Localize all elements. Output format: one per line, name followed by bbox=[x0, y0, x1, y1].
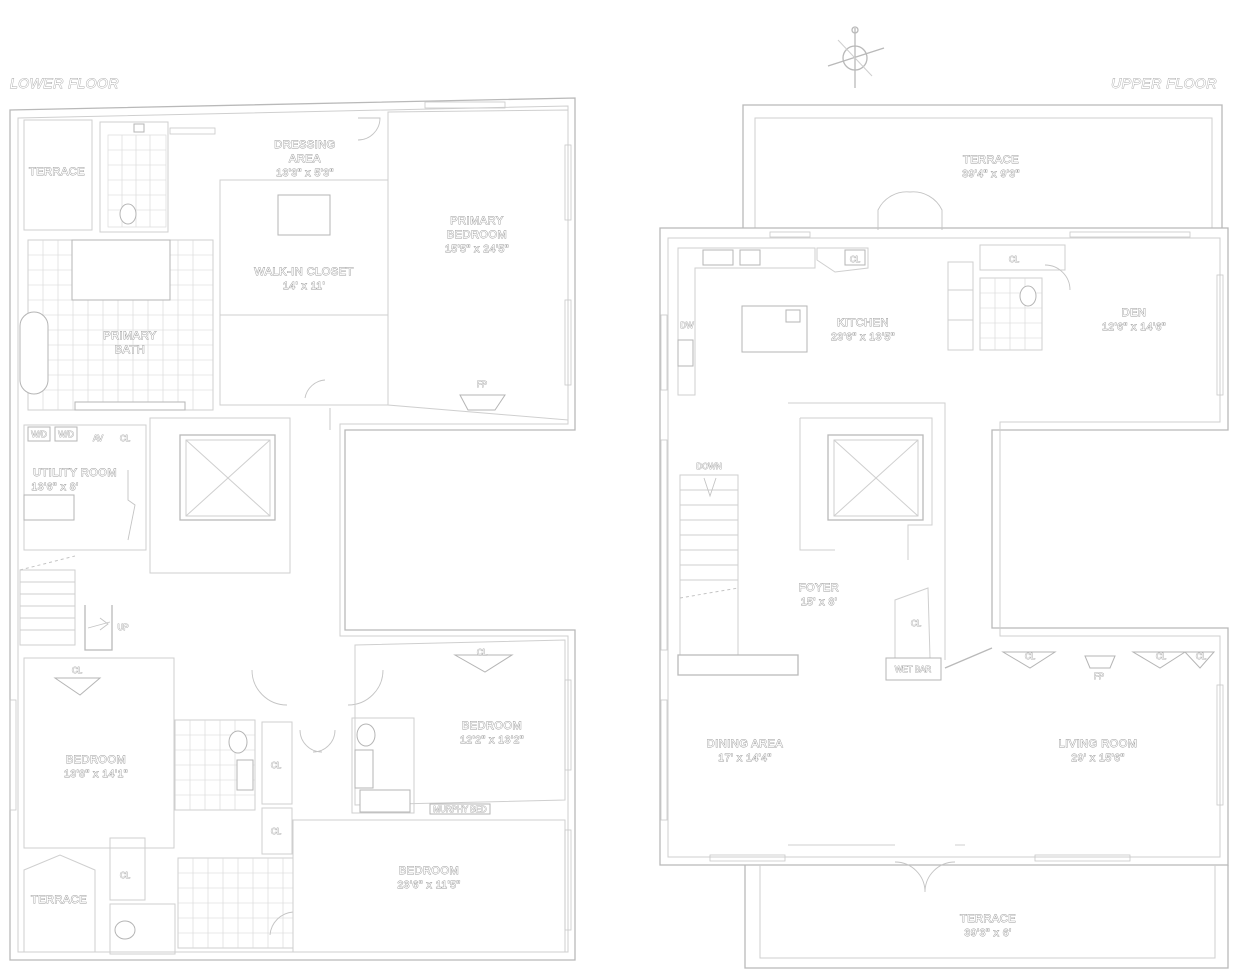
room-label-den: DEN bbox=[1122, 307, 1147, 319]
room-label-dressing-2: AREA bbox=[289, 153, 321, 165]
washer-dryer-label-1: W/D bbox=[31, 430, 47, 439]
room-label-utility: UTILITY ROOM bbox=[33, 467, 117, 479]
room-dim-primary-bedroom: 15'5" x 24'5" bbox=[445, 243, 509, 255]
dishwasher-label: DW bbox=[680, 321, 694, 330]
room-label-primary-bedroom: PRIMARY bbox=[450, 215, 504, 227]
room-dim-bedroom-bottom: 23'6" x 11'5" bbox=[397, 879, 460, 891]
room-dim-bedroom-right: 12'2" x 13'2" bbox=[460, 734, 524, 746]
living-closet-label-3: CL bbox=[1196, 652, 1207, 661]
stairs-up-label: UP bbox=[117, 623, 128, 632]
room-label-primary-bath-2: BATH bbox=[115, 344, 146, 356]
upper-floor-plan bbox=[659, 104, 1229, 969]
room-label-primary-bath: PRIMARY bbox=[103, 330, 157, 342]
room-dim-dressing: 13'3" x 5'3" bbox=[276, 167, 334, 179]
upper-floor-title: UPPER FLOOR bbox=[1111, 75, 1217, 91]
room-dim-bedroom-left: 13'8" x 14'1" bbox=[64, 768, 128, 780]
room-label-living: LIVING ROOM bbox=[1059, 738, 1138, 750]
room-dim-terrace-upper-bottom: 39'3" x 6' bbox=[964, 927, 1011, 939]
living-closet-label-2: CL bbox=[1156, 652, 1167, 661]
room-label-terrace-upper-top: TERRACE bbox=[963, 154, 1019, 166]
closet-label-bottom: CL bbox=[120, 871, 131, 880]
murphy-bed-label: MURPHY BED bbox=[433, 805, 486, 814]
room-label-kitchen: KITCHEN bbox=[837, 317, 889, 329]
stairs-down-label: DOWN bbox=[696, 462, 722, 471]
fireplace-label: FP bbox=[477, 380, 487, 389]
washer-dryer-label-2: W/D bbox=[58, 430, 74, 439]
den-closet-label: CL bbox=[1009, 255, 1020, 264]
room-dim-foyer: 15' x 8' bbox=[801, 596, 838, 608]
room-label-dressing: DRESSING bbox=[274, 139, 335, 151]
room-label-terrace-top: TERRACE bbox=[29, 166, 85, 178]
utility-closet-label: CL bbox=[120, 434, 131, 443]
room-label-walk-in-closet: WALK-IN CLOSET bbox=[254, 266, 354, 278]
room-dim-dining: 17' x 14'4" bbox=[718, 752, 772, 764]
room-label-bedroom-right: BEDROOM bbox=[462, 720, 522, 732]
room-label-foyer: FOYER bbox=[799, 582, 839, 594]
living-fireplace-label: FP bbox=[1094, 672, 1104, 681]
room-dim-terrace-upper-top: 39'4" x 9'3" bbox=[962, 168, 1020, 180]
room-dim-den: 12'6" x 14'6" bbox=[1102, 321, 1166, 333]
room-label-bedroom-left: BEDROOM bbox=[66, 754, 126, 766]
lower-floor-plan bbox=[9, 97, 576, 961]
room-label-terrace-bottom: TERRACE bbox=[31, 894, 87, 906]
room-dim-walk-in-closet: 14' x 11' bbox=[283, 280, 325, 292]
hall-closet-label-1: CL bbox=[271, 761, 282, 770]
room-label-terrace-upper-bottom: TERRACE bbox=[960, 913, 1016, 925]
living-closet-label-1: CL bbox=[1025, 652, 1036, 661]
room-dim-utility: 13'6" x 8' bbox=[31, 481, 78, 493]
wet-bar-label: WET BAR bbox=[895, 665, 932, 674]
room-label-bedroom-bottom: BEDROOM bbox=[399, 865, 459, 877]
av-label: AV bbox=[93, 434, 104, 443]
kitchen-closet-label: CL bbox=[850, 255, 861, 264]
room-dim-kitchen: 23'6" x 13'5" bbox=[831, 331, 895, 343]
room-dim-living: 29' x 15'6" bbox=[1071, 752, 1125, 764]
compass-icon bbox=[827, 26, 885, 88]
hall-closet-label-2: CL bbox=[271, 827, 282, 836]
room-label-primary-bedroom-2: BEDROOM bbox=[447, 229, 507, 241]
lower-floor-title: LOWER FLOOR bbox=[10, 75, 119, 91]
closet-label-bedroom-left: CL bbox=[72, 666, 83, 675]
room-label-dining: DINING AREA bbox=[707, 738, 784, 750]
closet-label-bedroom-right: CL bbox=[477, 648, 488, 657]
foyer-closet-label: CL bbox=[911, 619, 922, 628]
